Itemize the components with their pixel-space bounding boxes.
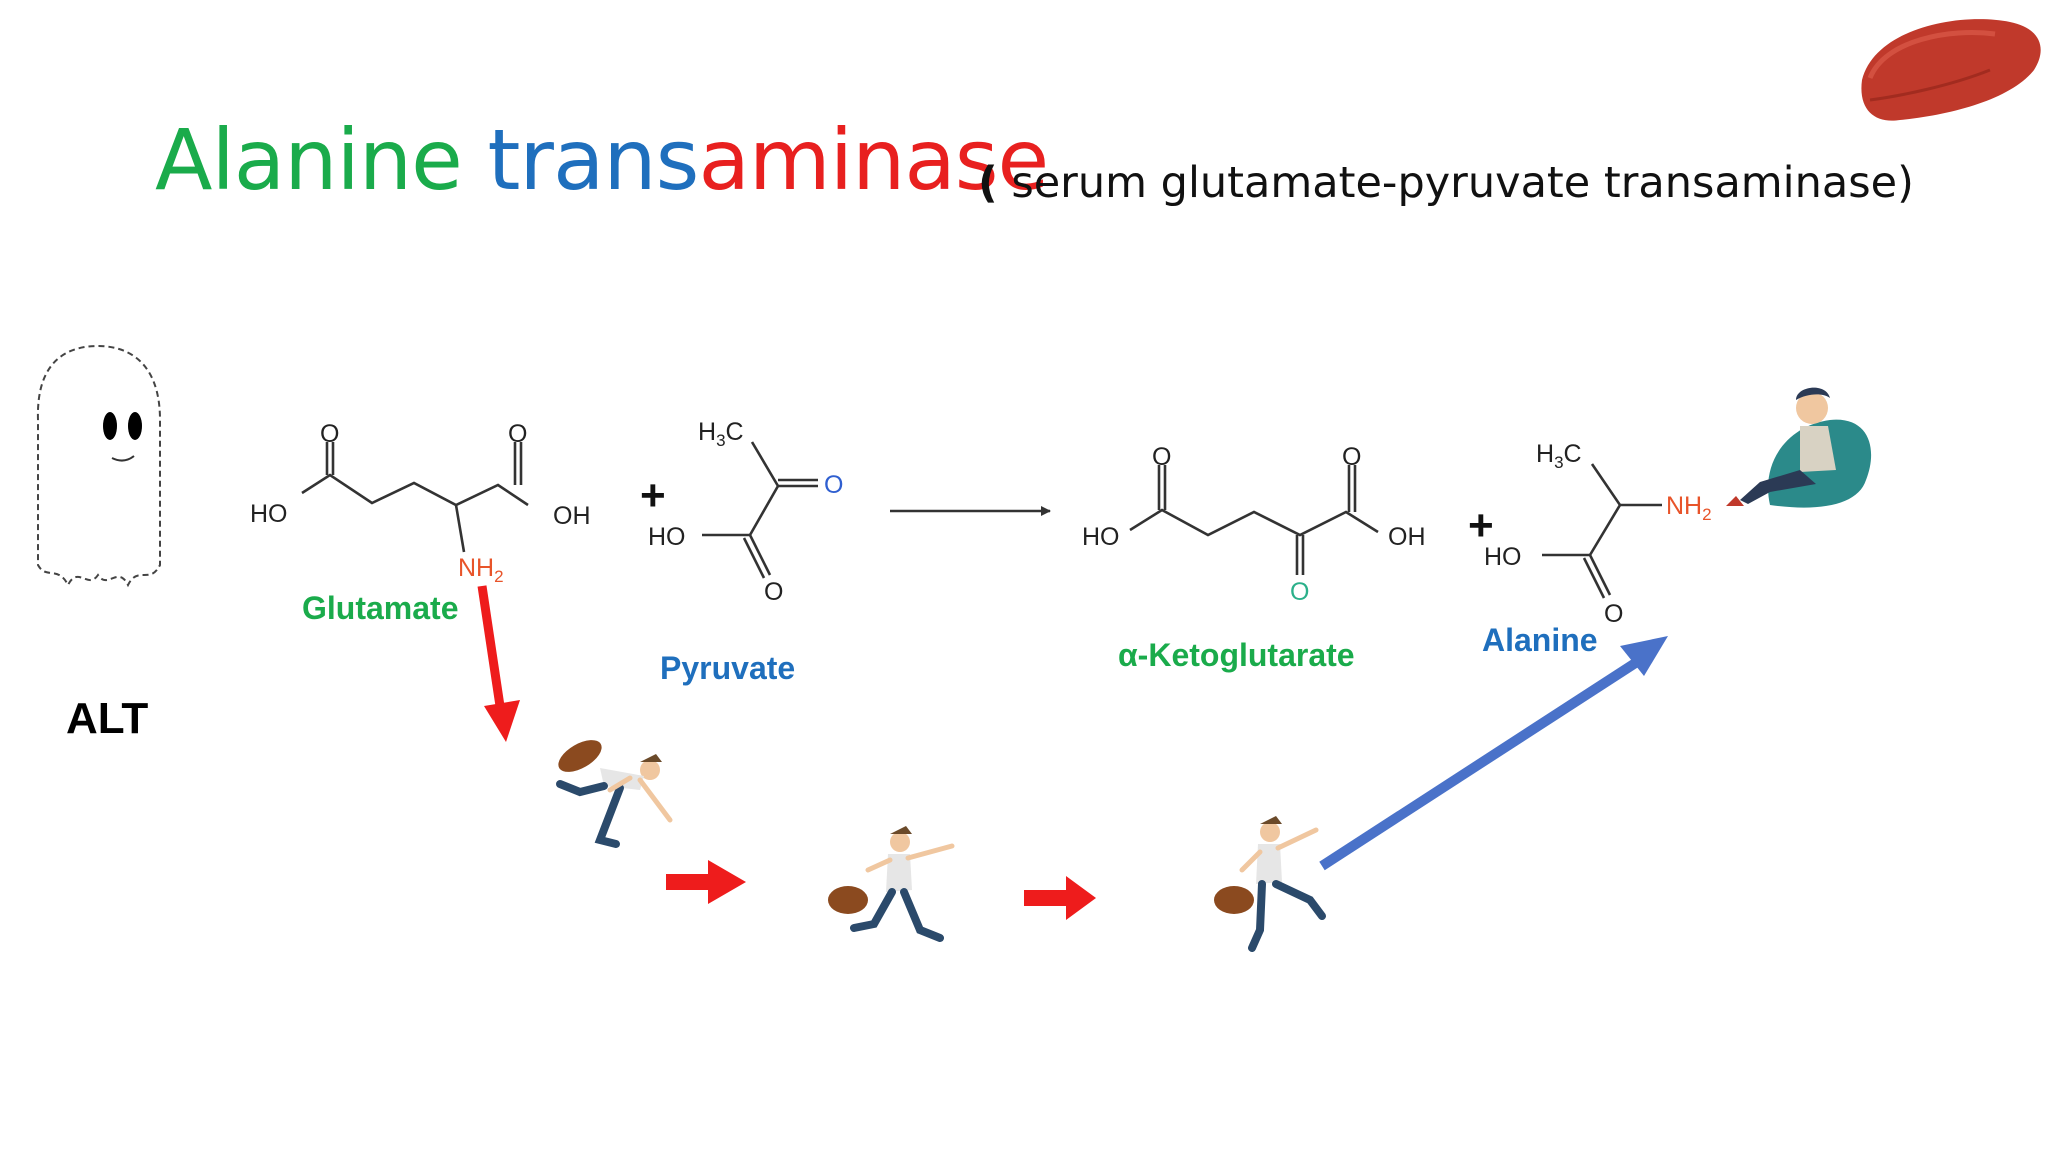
glutamate-structure: O O HO OH NH2: [250, 420, 591, 586]
ketoglutarate-structure: O O O HO OH: [1082, 443, 1426, 606]
pyruvate-structure: H3C O O HO: [648, 418, 843, 606]
ketoglutarate-o2: O: [1342, 443, 1361, 471]
subtitle-bracket: (: [978, 158, 998, 208]
enzyme-label: ALT: [66, 694, 149, 743]
red-arrow-right-1: [666, 860, 746, 904]
title-part-alanine: Alanine: [155, 111, 488, 209]
plus-sign-2: +: [1468, 501, 1494, 550]
glutamate-oh: OH: [553, 502, 591, 530]
pyruvate-o-blue: O: [824, 471, 843, 499]
ketoglutarate-label: α-Ketoglutarate: [1118, 637, 1355, 673]
glutamate-nh2: NH2: [458, 554, 504, 586]
blue-arrow-up: [1319, 636, 1668, 871]
ketoglutarate-oh: OH: [1388, 523, 1426, 551]
ketoglutarate-o1: O: [1152, 443, 1171, 471]
alanine-ho: HO: [1484, 543, 1522, 571]
glutamate-label: Glutamate: [302, 590, 459, 626]
glutamate-ho: HO: [250, 500, 288, 528]
red-arrow-down: [477, 585, 520, 742]
page-title: Alanine transaminase: [155, 118, 1049, 202]
pyruvate-ho: HO: [648, 523, 686, 551]
running-man-icon: [1214, 816, 1326, 952]
red-arrow-right-2: [1024, 876, 1096, 920]
subtitle-text: serum glutamate-pyruvate transaminase): [997, 158, 1914, 208]
glutamate-o2: O: [508, 420, 527, 448]
page-subtitle: ( serum glutamate-pyruvate transaminase): [978, 158, 1914, 208]
pyruvate-h3c: H3C: [698, 418, 744, 450]
plus-sign-1: +: [640, 471, 666, 520]
ketoglutarate-ho: HO: [1082, 523, 1120, 551]
ghost-icon: [36, 344, 161, 588]
alanine-nh2: NH2: [1666, 492, 1712, 524]
alanine-label: Alanine: [1482, 622, 1598, 658]
glutamate-o1: O: [320, 420, 339, 448]
running-man-icon: [828, 826, 955, 942]
alanine-o: O: [1604, 600, 1623, 628]
pyruvate-o2: O: [764, 578, 783, 606]
pyruvate-label: Pyruvate: [660, 650, 796, 686]
title-part-aminase: aminase: [698, 111, 1049, 209]
running-man-icon: [556, 740, 673, 848]
liver-icon: [1861, 19, 2041, 121]
title-part-trans: trans: [487, 111, 699, 209]
ketoglutarate-o-keto: O: [1290, 578, 1309, 606]
alanine-h3c: H3C: [1536, 440, 1582, 472]
relaxing-man-icon: [1726, 387, 1872, 508]
alanine-structure: H3C NH2 O HO: [1484, 440, 1712, 628]
